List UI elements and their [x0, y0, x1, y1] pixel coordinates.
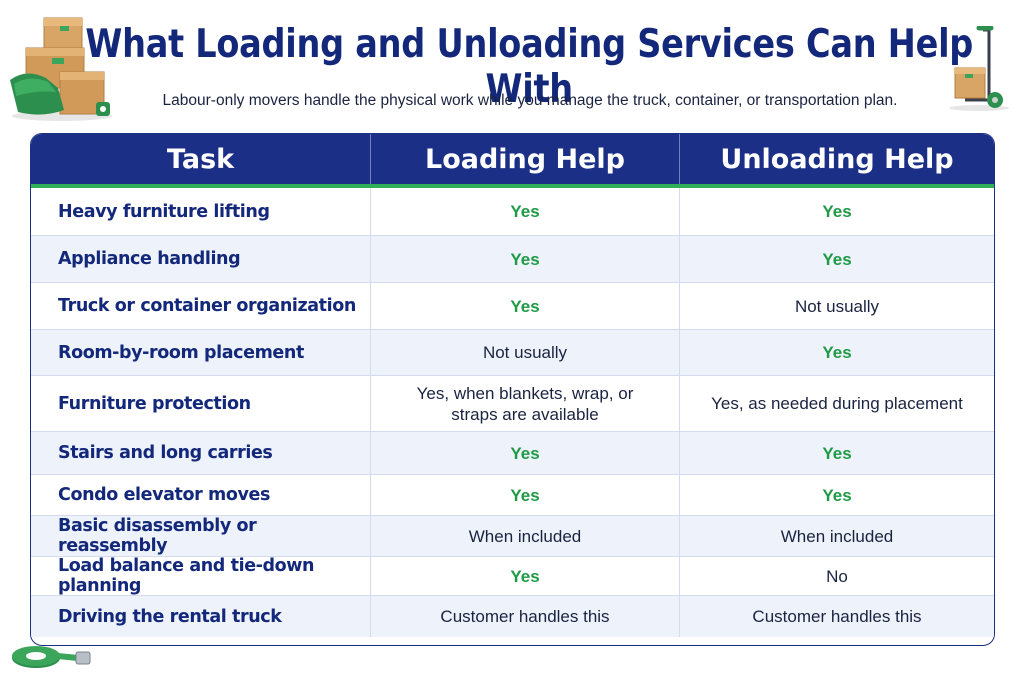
unloading-help-cell: Yes, as needed during placement — [711, 394, 963, 413]
unloading-help-cell: When included — [780, 526, 894, 546]
task-cell: Load balance and tie-down planning — [31, 556, 371, 596]
loading-help-cell: Not usually — [371, 330, 680, 375]
task-cell: Room-by-room placement — [31, 330, 371, 375]
header-loading-help: Loading Help — [371, 134, 680, 184]
loading-help-cell: Customer handles this — [371, 596, 680, 637]
task-cell: Furniture protection — [31, 376, 371, 431]
unloading-help-cell: Yes — [822, 485, 852, 505]
loading-help-cell: Yes — [371, 283, 680, 329]
hand-truck-icon — [949, 26, 1009, 111]
task-cell: Heavy furniture lifting — [31, 188, 371, 235]
loading-help-cell: Yes — [371, 188, 680, 235]
unloading-help-cell: Customer handles this — [752, 607, 922, 626]
unloading-help-cell: Yes — [822, 249, 852, 269]
header-task: Task — [31, 134, 371, 184]
task-cell: Driving the rental truck — [31, 596, 371, 637]
task-cell: Condo elevator moves — [31, 475, 371, 515]
task-cell: Stairs and long carries — [31, 432, 371, 474]
task-cell: Truck or container organization — [31, 283, 371, 329]
task-cell: Basic disassembly or reassembly — [31, 516, 371, 556]
moving-boxes-icon — [10, 17, 112, 121]
unloading-help-cell: Yes — [822, 202, 852, 221]
unloading-help-cell: No — [826, 566, 848, 586]
loading-help-cell: Yes — [371, 432, 680, 474]
unloading-help-cell: Yes — [822, 443, 852, 463]
loading-help-cell: When included — [371, 516, 680, 556]
page-subtitle: Labour-only movers handle the physical w… — [162, 92, 898, 109]
table-header: Task Loading Help Unloading Help — [31, 134, 994, 188]
task-cell: Appliance handling — [31, 236, 371, 282]
services-table: Task Loading Help Unloading Help Heavy f… — [30, 133, 995, 646]
tie-down-strap-icon — [12, 646, 91, 668]
unloading-help-cell: Yes — [822, 343, 852, 362]
loading-help-cell: Yes, when blankets, wrap, or straps are … — [371, 376, 680, 431]
unloading-help-cell: Not usually — [794, 296, 880, 316]
header-unloading-help: Unloading Help — [720, 143, 954, 175]
loading-help-cell: Yes — [371, 236, 680, 282]
loading-help-cell: Yes — [371, 557, 680, 595]
loading-help-cell: Yes — [371, 475, 680, 515]
page-title: What Loading and Unloading Services Can … — [85, 22, 974, 112]
